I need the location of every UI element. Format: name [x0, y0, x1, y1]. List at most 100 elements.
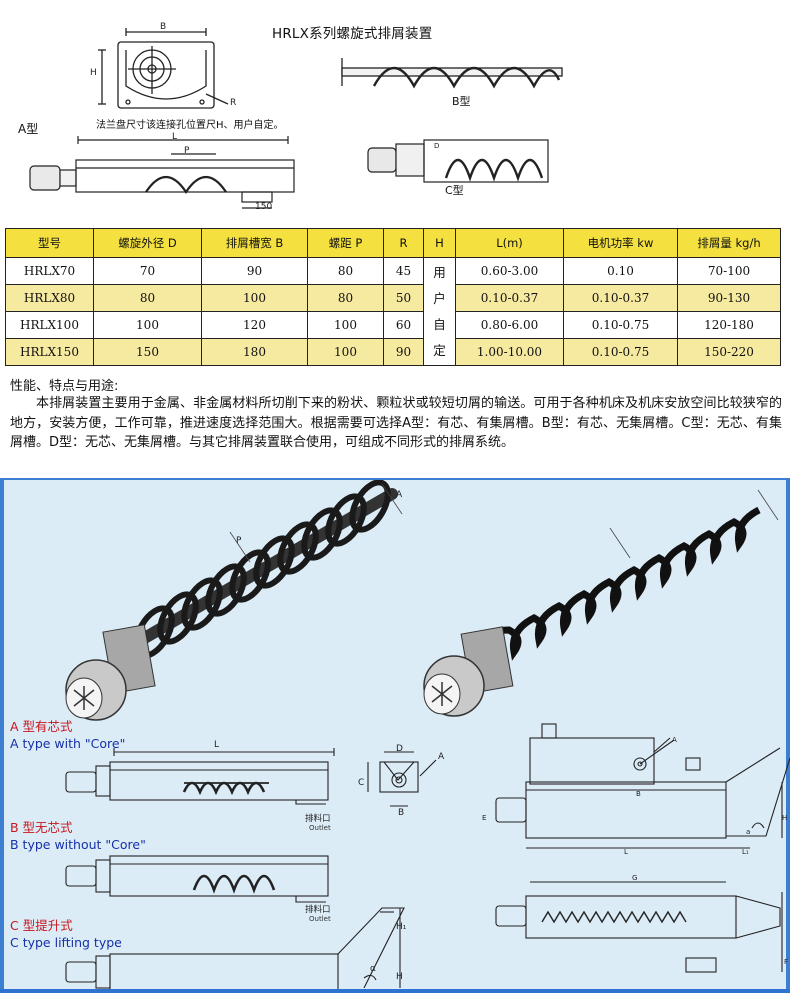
- cell-r: 90: [383, 338, 424, 366]
- dim-a-label: A: [672, 736, 677, 744]
- cell-r: 60: [383, 311, 424, 339]
- col-header: 排屑槽宽 B: [201, 228, 308, 258]
- dim-h-label: H: [396, 972, 403, 982]
- cell-kgh: 70-100: [677, 257, 781, 285]
- cell-p: 100: [307, 311, 384, 339]
- type-a-cn-label: A 型有芯式: [10, 719, 73, 734]
- cell-r: 50: [383, 284, 424, 312]
- dim-a-small-label: a: [746, 828, 751, 836]
- top-panel: HRLX系列螺旋式排屑装置 B H R A型 法兰盘尺寸该连接孔位置尺H、用户自…: [0, 0, 790, 478]
- col-header: R: [383, 228, 424, 258]
- dim-alpha-label: α: [370, 964, 376, 974]
- spiral-conveyor-without-core-illustration: [423, 489, 779, 717]
- h-char: 户: [433, 290, 446, 306]
- cell-d: 80: [93, 284, 202, 312]
- cell-d: 70: [93, 257, 202, 285]
- dim-l-label: L: [172, 132, 178, 142]
- cell-kw: 0.10-0.75: [563, 338, 678, 366]
- dim-d-label: D: [434, 142, 440, 150]
- table-row: HRLX100 100 120 100 60 0.80-6.00 0.10-0.…: [5, 311, 781, 339]
- cell-r: 45: [383, 257, 424, 285]
- type-a-line-drawing: [65, 748, 335, 805]
- h-char: 定: [433, 342, 446, 358]
- cell-kw: 0.10-0.37: [563, 284, 678, 312]
- spec-table: 型号 螺旋外径 D 排屑槽宽 B 螺距 P R H L(m) 电机功率 kw 排…: [5, 228, 781, 366]
- cell-model: HRLX80: [5, 284, 94, 312]
- type-b-label: B型: [452, 95, 471, 108]
- table-header-row: 型号 螺旋外径 D 排屑槽宽 B 螺距 P R H L(m) 电机功率 kw 排…: [5, 228, 781, 258]
- type-b-cn-label: B 型无芯式: [10, 820, 73, 835]
- dim-b-label: B: [160, 22, 167, 32]
- cell-kw: 0.10: [563, 257, 678, 285]
- dim-h1-label: H₁: [396, 922, 407, 932]
- features-body: 本排屑装置主要用于金属、非金属材料所切削下来的粉状、颗粒状或较短切屑的输送。可用…: [10, 396, 782, 450]
- cell-p: 80: [307, 257, 384, 285]
- dim-h-label: H: [90, 68, 97, 78]
- cell-b: 90: [201, 257, 308, 285]
- cell-model: HRLX100: [5, 311, 94, 339]
- cell-kw: 0.10-0.75: [563, 311, 678, 339]
- h-char: 自: [433, 316, 446, 332]
- dim-150-label: 150: [255, 202, 273, 212]
- dim-b-label: B: [398, 808, 405, 818]
- cell-kgh: 120-180: [677, 311, 781, 339]
- col-header: 螺旋外径 D: [93, 228, 202, 258]
- dim-a-label: A: [438, 752, 445, 762]
- cell-l: 0.10-0.37: [455, 284, 564, 312]
- type-a-side-view-drawing: [29, 136, 295, 209]
- dim-g-label: G: [632, 874, 638, 882]
- cell-p: 100: [307, 338, 384, 366]
- dim-f-label: F: [784, 958, 789, 966]
- cell-b: 120: [201, 311, 308, 339]
- col-header: H: [423, 228, 456, 258]
- cell-p: 80: [307, 284, 384, 312]
- type-c-line-drawing: [65, 907, 405, 991]
- type-c-drawing: [367, 139, 549, 183]
- col-header: 型号: [5, 228, 94, 258]
- table-row: HRLX80 80 100 80 50 0.10-0.37 0.10-0.37 …: [5, 284, 781, 312]
- cell-b: 180: [201, 338, 308, 366]
- table-row: HRLX150 150 180 100 90 1.00-10.00 0.10-0…: [5, 338, 781, 366]
- spiral-conveyor-with-core-illustration: [65, 480, 403, 721]
- flange-note: 法兰盘尺寸该连接孔位置尺H、用户自定。: [96, 120, 284, 131]
- dim-a-label: A: [396, 490, 403, 500]
- outlet-cn-label: 排料口: [305, 905, 331, 915]
- cell-l: 0.60-3.00: [455, 257, 564, 285]
- cell-model: HRLX150: [5, 338, 94, 366]
- cell-l: 0.80-6.00: [455, 311, 564, 339]
- outlet-en-label: Outlet: [309, 915, 331, 923]
- page-title: HRLX系列螺旋式排屑装置: [272, 26, 433, 42]
- type-a-section-drawing: [367, 751, 437, 807]
- cell-d: 100: [93, 311, 202, 339]
- dim-h-label: H: [782, 814, 788, 822]
- h-char: 用: [433, 264, 446, 280]
- col-header: L(m): [455, 228, 564, 258]
- outlet-en-label: Outlet: [309, 824, 331, 832]
- type-c-en-label: C type lifting type: [10, 935, 122, 950]
- dim-e-label: E: [482, 814, 487, 822]
- dim-c-label: C: [358, 778, 365, 788]
- dim-r-label: R: [230, 98, 237, 108]
- dim-d-label: D: [396, 744, 403, 754]
- dim-p-label: P: [236, 536, 242, 546]
- cell-model: HRLX70: [5, 257, 94, 285]
- assembly-plan-drawing: [495, 881, 783, 973]
- bottom-panel: A P A 型有芯式 A type with "Core" B 型无芯式 B t…: [0, 478, 790, 993]
- type-b-line-drawing: [65, 855, 329, 903]
- dim-l1-label: L₁: [742, 848, 749, 856]
- cell-l: 1.00-10.00: [455, 338, 564, 366]
- dim-b-label: B: [636, 790, 641, 798]
- col-header: 排屑量 kg/h: [677, 228, 781, 258]
- features-title: 性能、特点与用途:: [10, 379, 119, 394]
- cell-kgh: 90-130: [677, 284, 781, 312]
- cell-d: 150: [93, 338, 202, 366]
- bottom-edge-bar: [0, 989, 790, 993]
- type-a-en-label: A type with "Core": [10, 736, 126, 751]
- col-header: 电机功率 kw: [563, 228, 678, 258]
- outlet-cn-label: 排料口: [305, 814, 331, 824]
- cell-kgh: 150-220: [677, 338, 781, 366]
- dim-l-label: L: [624, 848, 628, 856]
- type-b-en-label: B type without "Core": [10, 837, 146, 852]
- table-row: HRLX70 70 90 80 45 用 户 自 定 0.60-3.00 0.1…: [5, 257, 781, 366]
- type-a-cross-section-drawing: [98, 28, 229, 109]
